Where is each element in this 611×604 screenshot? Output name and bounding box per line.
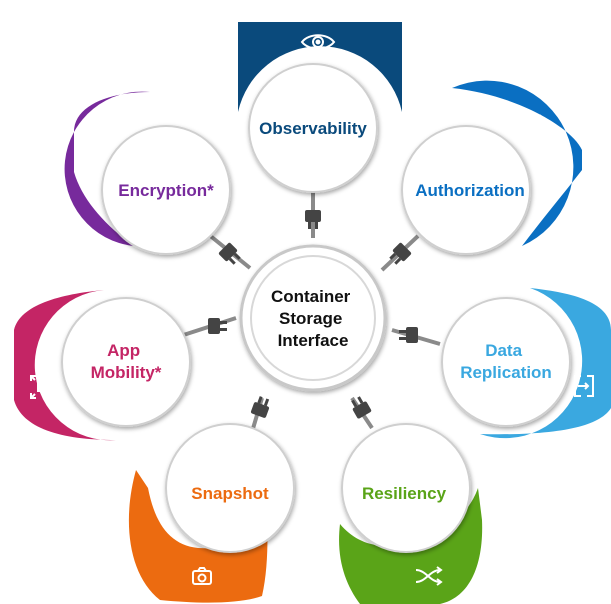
center-line-2: Storage xyxy=(279,309,342,328)
user-check-icon xyxy=(516,114,542,137)
svg-text:Data Replication: Data Replication xyxy=(460,341,552,382)
plug-icon-observability xyxy=(305,210,321,229)
node-authorization xyxy=(401,125,531,255)
shuffle-icon xyxy=(415,566,443,586)
node-resiliency xyxy=(341,423,471,553)
lock-icon xyxy=(93,112,111,135)
node-snapshot xyxy=(165,423,295,553)
svg-text:Container Storage Inte: Container Storage Interface xyxy=(271,287,355,350)
plug-icon-data-replication xyxy=(399,327,418,343)
label-app-mobility-line-1: App xyxy=(107,341,140,360)
plug-icon-app-mobility xyxy=(208,318,227,334)
move-icon xyxy=(30,375,54,399)
node-app-mobility xyxy=(61,297,191,427)
center-line-3: Interface xyxy=(278,331,349,350)
label-data-replication-line-2: Replication xyxy=(460,363,552,382)
plug-icon-snapshot xyxy=(250,396,270,418)
center-hub-inner xyxy=(250,255,376,381)
petal-data-replication xyxy=(480,288,611,439)
center-line-1: Container xyxy=(271,287,351,306)
petal-snapshot xyxy=(128,470,268,603)
label-resiliency: Resiliency xyxy=(362,484,447,503)
node-encryption xyxy=(101,125,231,255)
plug-icon-authorization xyxy=(389,242,412,265)
petal-app-mobility xyxy=(14,290,116,441)
camera-icon xyxy=(192,567,212,585)
svg-text:App Mobility*: App Mobility* xyxy=(91,341,162,382)
plug-icon-resiliency xyxy=(351,396,372,419)
node-observability xyxy=(248,63,378,193)
label-encryption: Encryption* xyxy=(118,181,214,200)
petal-observability xyxy=(238,22,402,112)
eye-icon xyxy=(300,34,336,50)
node-data-replication xyxy=(441,297,571,427)
label-app-mobility-line-2: Mobility* xyxy=(91,363,162,382)
label-data-replication-line-1: Data xyxy=(485,341,522,360)
label-authorization: Authorization xyxy=(415,181,525,200)
label-observability: Observability xyxy=(259,119,367,138)
label-snapshot: Snapshot xyxy=(191,484,269,503)
petal-encryption xyxy=(64,91,150,246)
plug-icon-encryption xyxy=(218,242,241,265)
replication-icon xyxy=(574,375,594,397)
